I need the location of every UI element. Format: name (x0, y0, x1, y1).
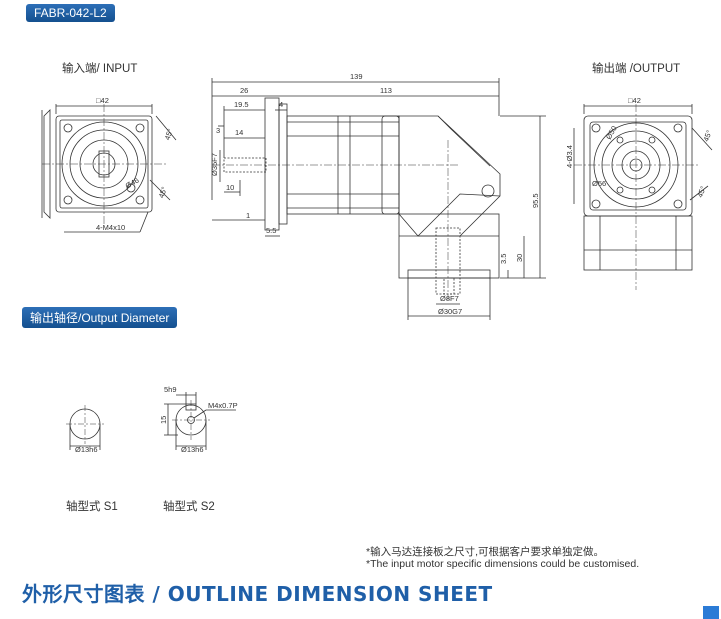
dim-in-45a: 45° (163, 128, 175, 142)
shaft-s2-drawing (164, 392, 236, 450)
dim-14: 14 (235, 128, 243, 137)
dim-in-45b: 45° (157, 186, 169, 200)
dim-out-square: □42 (628, 96, 641, 105)
dim-total-len: 139 (350, 72, 363, 81)
model-badge: FABR-042-L2 (26, 4, 115, 22)
dim-26: 26 (240, 86, 248, 95)
dim-s2-thread: M4x0.7P (208, 401, 238, 410)
corner-tab[interactable] (703, 606, 719, 619)
dim-out-45a: 45° (701, 129, 713, 143)
dim-4: 4 (279, 100, 283, 109)
output-label: 输出端 /OUTPUT (592, 63, 681, 75)
dim-phi30: Ø30G7 (438, 307, 462, 316)
output-view (573, 104, 713, 290)
dim-10: 10 (226, 183, 234, 192)
dim-s2-15: 15 (159, 416, 168, 424)
dim-1: 1 (246, 211, 250, 220)
note-cn: *输入马达连接板之尺寸,可根据客户要求单独定做。 (366, 546, 605, 558)
note-en: *The input motor specific dimensions cou… (366, 558, 640, 570)
dim-phi8: Ø8F7 (440, 294, 459, 303)
shaft-s1-label: 轴型式 S1 (66, 501, 118, 513)
dim-in-square: □42 (96, 96, 109, 105)
dim-phi35: Ø35F7 (210, 153, 219, 176)
footer-title: 外形尺寸图表 / OUTLINE DIMENSION SHEET (22, 582, 493, 606)
shaft-s2-label: 轴型式 S2 (163, 501, 215, 513)
input-view (41, 104, 177, 233)
dim-s1-phi: Ø13h6 (75, 445, 98, 454)
dim-19-5: 19.5 (234, 100, 249, 109)
dim-30: 30 (515, 254, 524, 262)
dim-out-45b: 45° (695, 185, 707, 199)
dim-113: 113 (380, 86, 392, 95)
dim-out-phi56: Ø56 (592, 179, 606, 188)
dim-95-5: 95.5 (531, 193, 540, 208)
output-diameter-badge: 输出轴径/Output Diameter (22, 307, 178, 328)
side-view (211, 78, 546, 320)
dim-3: 3 (216, 126, 220, 135)
dim-out-phi50: Ø50 (604, 124, 619, 141)
dim-out-holes: 4-Ø3.4 (565, 145, 574, 168)
dim-s2-key: 5h9 (164, 385, 177, 394)
dim-3-5: 3.5 (499, 254, 508, 264)
shaft-s1-drawing (66, 405, 104, 450)
dim-in-screws: 4-M4x10 (96, 223, 125, 232)
input-label: 输入端/ INPUT (62, 63, 138, 75)
dim-5-5: 5.5 (266, 226, 276, 235)
dim-s2-phi: Ø13h6 (181, 445, 204, 454)
